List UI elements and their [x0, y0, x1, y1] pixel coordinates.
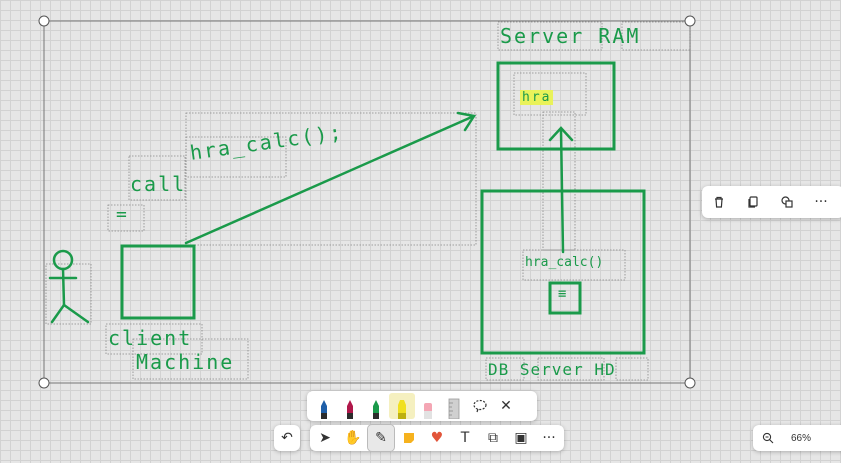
template-button[interactable]: ▣ — [514, 430, 528, 446]
reaction-button[interactable]: ♥ — [430, 430, 444, 446]
red-pen-icon[interactable] — [337, 393, 363, 419]
more-tools-button[interactable]: ··· — [542, 430, 556, 446]
hra-calc-db-label: hra_calc() — [525, 255, 604, 270]
highlighter-icon[interactable] — [389, 393, 415, 419]
zoom-level[interactable]: 66% — [791, 432, 812, 444]
context-menu: ··· — [702, 186, 841, 218]
selection-handles — [38, 15, 696, 389]
client-label: client — [108, 326, 193, 350]
eraser-icon[interactable] — [415, 393, 441, 419]
stick-figure-icon — [48, 249, 90, 324]
ink-arrows — [184, 111, 574, 254]
undo-button[interactable]: ↶ — [281, 430, 293, 446]
zoom-out-icon[interactable] — [759, 425, 777, 451]
green-pen-icon[interactable] — [363, 393, 389, 419]
hand-tool-button[interactable]: ✋ — [344, 430, 362, 446]
selection-frame — [43, 20, 691, 384]
trash-icon[interactable] — [706, 189, 732, 215]
server-ram-label: Server RAM — [500, 24, 641, 48]
db-server-hd-label: DB Server HD — [488, 360, 616, 379]
call-label: call — [130, 172, 187, 196]
equals-label: = — [116, 204, 129, 225]
close-palette-button[interactable]: ✕ — [500, 398, 512, 414]
main-toolbar: ➤ ✋ ✎ ♥ T ⧉ ▣ ··· — [310, 424, 564, 452]
ink-boxes — [120, 61, 646, 355]
pen-tool-button[interactable]: ✎ — [367, 424, 395, 452]
shapes-button[interactable]: ⧉ — [488, 430, 498, 446]
text-tool-button[interactable]: T — [460, 430, 470, 446]
more-options-button[interactable]: ··· — [814, 194, 828, 210]
duplicate-icon[interactable] — [774, 189, 800, 215]
pen-palette: ✕ — [307, 391, 537, 421]
undo-button-container: ↶ — [274, 425, 300, 451]
lasso-icon[interactable] — [467, 393, 493, 419]
copy-icon[interactable] — [740, 189, 766, 215]
blue-pen-icon[interactable] — [311, 393, 337, 419]
select-tool-button[interactable]: ➤ — [319, 430, 331, 446]
hra-label: hra — [520, 90, 554, 105]
ruler-icon[interactable] — [441, 393, 467, 420]
dotted-stroke-bounds — [45, 21, 691, 381]
sticky-note-button[interactable] — [396, 425, 422, 451]
db-icon: ≡ — [558, 286, 569, 302]
zoom-control: 66% — [753, 425, 841, 451]
machine-label: Machine — [136, 350, 235, 374]
